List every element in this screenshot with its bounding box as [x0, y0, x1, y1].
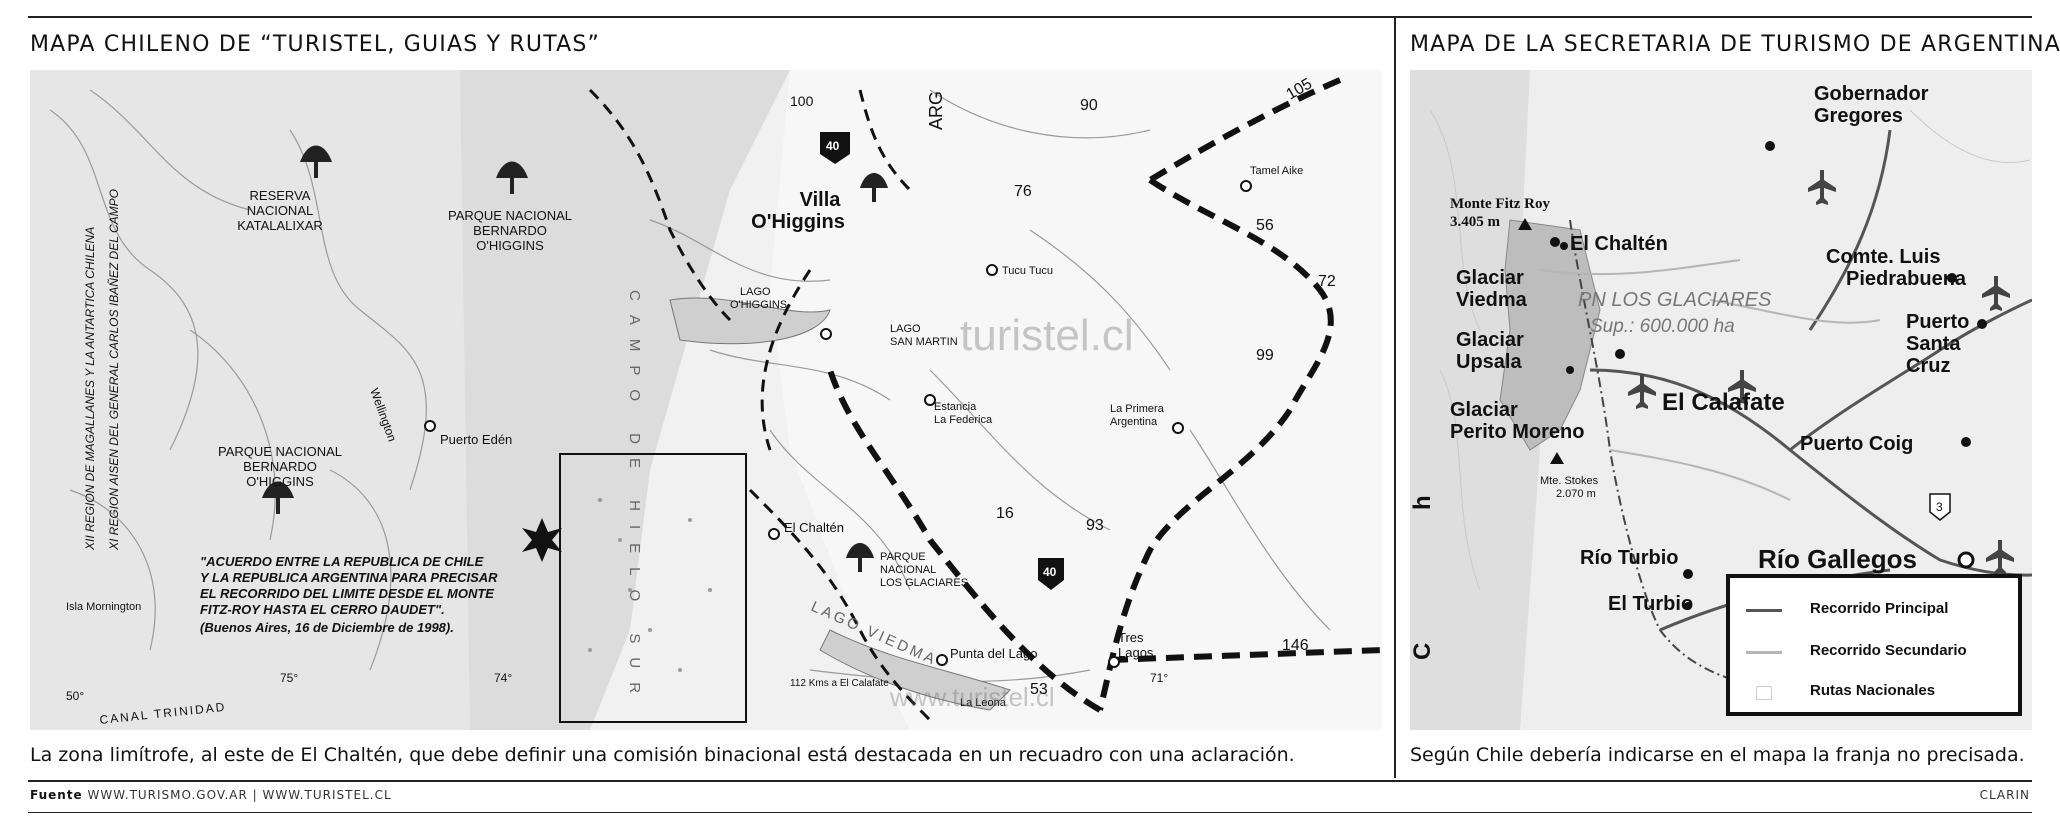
left-caption: La zona limítrofe, al este de El Chaltén…	[30, 744, 1295, 766]
legend-swatch	[1746, 609, 1782, 612]
svg-text:XI REGION AISEN DEL GENERAL CA: XI REGION AISEN DEL GENERAL CARLOS IBAÑE…	[107, 189, 121, 551]
label-puerto-eden: Puerto Edén	[440, 432, 512, 447]
route-40: 40	[826, 139, 840, 153]
label-rio-turbio: Río Turbio	[1580, 547, 1679, 569]
legend-swatch	[1746, 651, 1782, 654]
route-72: 72	[1318, 273, 1336, 290]
agreement-star-icon	[522, 518, 562, 562]
route-53: 53	[1030, 681, 1048, 698]
left-map-title: MAPA CHILENO DE “TURISTEL, GUIAS Y RUTAS…	[30, 32, 601, 57]
source-text: WWW.TURISMO.GOV.AR | WWW.TURISTEL.CL	[87, 788, 392, 802]
svg-text:3: 3	[1936, 500, 1943, 514]
route-40b: 40	[1043, 565, 1057, 579]
route-16: 16	[996, 505, 1014, 522]
side-region-labels: XII REGION DE MAGALLANES Y LA ANTARTICA …	[76, 70, 146, 570]
route-3-shield	[1929, 493, 1951, 521]
label-watermark-2: www.turistel.cl	[889, 682, 1055, 712]
legend-swatch	[1756, 686, 1772, 700]
svg-text:Y LA REPUBLICA ARGENTINA PARA: Y LA REPUBLICA ARGENTINA PARA PRECISAR	[200, 570, 498, 585]
label-el-chalten-r: El Chaltén	[1570, 233, 1668, 255]
label-lat-50: 50°	[66, 689, 84, 703]
label-sup: Sup.: 600.000 ha	[1590, 316, 1735, 337]
glaciers-park-area	[1499, 219, 1601, 451]
label-chile-c: C	[1410, 643, 1436, 660]
caption-rule	[28, 780, 2032, 782]
bottom-rule	[28, 812, 2032, 813]
label-la-leona: La Leona	[960, 697, 1007, 709]
peak-icon	[1518, 218, 1564, 464]
route-146: 146	[1282, 637, 1309, 654]
source-line: Fuente WWW.TURISMO.GOV.AR | WWW.TURISTEL…	[30, 788, 392, 802]
label-mornington: Isla Mornington	[66, 601, 141, 613]
right-caption: Según Chile debería indicarse en el mapa…	[1410, 744, 2025, 766]
label-el-turbio: El Turbio	[1608, 593, 1693, 615]
svg-text:"ACUERDO ENTRE LA REPUBLICA DE: "ACUERDO ENTRE LA REPUBLICA DE CHILE	[200, 554, 484, 569]
legend-item-principal: Recorrido Principal	[1746, 600, 2006, 620]
top-rule	[28, 16, 2032, 18]
disputed-zone-box	[559, 453, 747, 723]
svg-text:(Buenos Aires, 16 de Diciembre: (Buenos Aires, 16 de Diciembre de 1998).	[200, 620, 454, 635]
label-tucu-tucu: Tucu Tucu	[1002, 265, 1053, 277]
panel-divider	[1394, 18, 1396, 778]
legend: Recorrido Principal Recorrido Secundario…	[1726, 574, 2022, 716]
label-arg: ARG	[926, 91, 946, 130]
svg-text:FITZ-ROY HASTA EL CERRO DAUDET: FITZ-ROY HASTA EL CERRO DAUDET".	[200, 602, 445, 617]
label-pn-glaciares: PN LOS GLACIARES	[1578, 289, 1772, 311]
route-56: 56	[1256, 217, 1274, 234]
label-chile-h: h	[1410, 495, 1436, 510]
label-lon-74: 74°	[494, 671, 512, 685]
route-shield-icon	[820, 132, 1064, 590]
route-93: 93	[1086, 517, 1104, 534]
svg-text:XII REGION DE MAGALLANES Y LA: XII REGION DE MAGALLANES Y LA ANTARTICA …	[83, 227, 97, 551]
route-99: 99	[1256, 347, 1274, 364]
legend-item-secundario: Recorrido Secundario	[1746, 642, 2006, 662]
route-76: 76	[1014, 183, 1032, 200]
source-label: Fuente	[30, 788, 83, 802]
route-100: 100	[790, 93, 814, 109]
label-km-note: 112 Kms a El Calafate	[790, 678, 889, 689]
agreement-note: "ACUERDO ENTRE LA REPUBLICA DE CHILE Y L…	[200, 554, 498, 635]
svg-text:EL RECORRIDO DEL LIMITE DESDE: EL RECORRIDO DEL LIMITE DESDE EL MONTE	[200, 586, 494, 601]
label-tamel-aike: Tamel Aike	[1250, 165, 1303, 177]
label-el-chalten: El Chaltén	[784, 520, 844, 535]
brand: CLARIN	[1979, 788, 2030, 802]
route-90: 90	[1080, 97, 1098, 114]
label-lon-71: 71°	[1150, 671, 1168, 685]
label-rio-gallegos: Río Gallegos	[1758, 544, 1917, 574]
label-el-calafate: El Calafate	[1662, 389, 1785, 416]
legend-item-rutas: Rutas Nacionales	[1746, 682, 2006, 702]
right-map-title: MAPA DE LA SECRETARIA DE TURISMO DE ARGE…	[1410, 32, 2060, 57]
label-puerto-coig: Puerto Coig	[1800, 433, 1913, 455]
label-punta-del-lago: Punta del Lago	[950, 646, 1037, 661]
label-watermark-1: turistel.cl	[960, 311, 1134, 360]
label-lon-75: 75°	[280, 671, 298, 685]
park-icon	[262, 145, 888, 572]
label-campo-hielo: CAMPO DE HIELO SUR	[626, 290, 643, 707]
airport-icon	[1628, 170, 2014, 575]
